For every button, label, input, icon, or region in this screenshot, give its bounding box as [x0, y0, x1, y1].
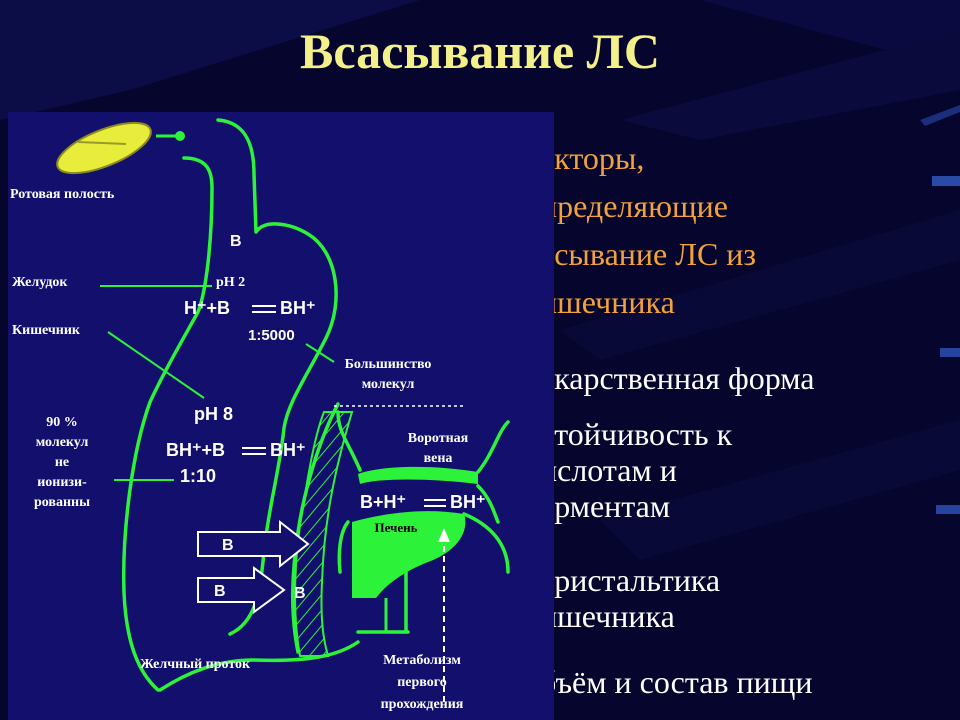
formula-b: B — [230, 233, 242, 250]
factor-line: ислотам и — [540, 452, 677, 488]
portal-vein-right — [476, 420, 510, 474]
slide-title: Всасывание ЛС — [299, 23, 661, 79]
label-intestine: Кишечник — [12, 323, 81, 338]
formula-bh: BH⁺ — [280, 298, 316, 318]
diagram-canvas: Ротовая полость Желудок Кишечник 90 % мо… — [10, 118, 510, 712]
formula-h-plus-b: H⁺+B — [184, 298, 230, 318]
portal-vein-right-2 — [476, 484, 500, 524]
leader-majority — [305, 343, 335, 363]
formula-liver-left: B+H⁺ — [360, 492, 406, 512]
factor-item-food: бъём и состав пищи — [540, 664, 813, 700]
factors-heading: акторы, пределяющие асывание ЛС из ишечн… — [540, 134, 940, 326]
formula-ratio: 1:5000 — [248, 327, 295, 344]
label-first-pass: Метаболизм — [383, 653, 461, 668]
heading-line: акторы, — [540, 140, 645, 176]
arrow-right-icon — [197, 566, 286, 614]
label-portal-vein: Воротная — [408, 431, 469, 446]
arrow-up-icon — [438, 528, 450, 542]
label-bile-duct: Желчный проток — [140, 657, 251, 672]
label-portal-vein: вена — [424, 451, 453, 466]
liver-lower — [337, 520, 350, 574]
liver-outline — [462, 512, 510, 574]
portal-vein — [358, 466, 478, 484]
formula-ph8: pH 8 — [194, 404, 233, 424]
formula-bh-2: BH⁺ — [270, 440, 306, 460]
gi-tract-inner — [122, 156, 214, 692]
factor-item-stability: стойчивость к ислотам и ерментам — [540, 416, 732, 524]
label-first-pass: прохождения — [381, 697, 464, 712]
formula-liver-right: BH⁺ — [450, 492, 486, 512]
factor-line: екарственная форма — [540, 360, 815, 396]
arrow-label-b: B — [222, 537, 234, 554]
label-percent: 90 % — [46, 415, 78, 430]
intestinal-wall-hatch — [294, 411, 354, 657]
label-liver: Печень — [374, 520, 417, 535]
formula-ratio: 1:10 — [180, 466, 216, 486]
mouth-dot — [175, 131, 185, 141]
formula-ph2: pH 2 — [216, 275, 245, 290]
formula-bh-plus-b: BH⁺+B — [166, 440, 225, 460]
heading-line: ишечника — [540, 284, 675, 320]
arrow-right-icon — [197, 519, 310, 569]
absorption-diagram: Ротовая полость Желудок Кишечник 90 % мо… — [8, 112, 554, 720]
tablet-icon — [56, 121, 152, 175]
factor-item-peristalsis: еристальтика ишечника — [540, 562, 720, 634]
liver — [352, 511, 466, 598]
factor-line: ишечника — [540, 598, 675, 634]
leader-intestine — [107, 331, 205, 399]
label-percent: рованны — [34, 495, 90, 510]
factor-line: ерментам — [540, 488, 671, 524]
gi-tract-lower — [158, 640, 360, 692]
label-first-pass: первого — [397, 675, 447, 690]
label-percent: не — [55, 455, 69, 470]
factor-line: еристальтика — [540, 562, 721, 598]
gall-bladder — [363, 573, 381, 591]
label-majority: молекул — [362, 377, 415, 392]
heading-line: пределяющие — [540, 188, 728, 224]
factor-line: стойчивость к — [540, 416, 733, 452]
label-majority: Большинство — [345, 357, 432, 372]
label-percent: молекул — [36, 435, 89, 450]
factor-item-dosage-form: екарственная форма — [540, 360, 814, 396]
heading-line: асывание ЛС из — [540, 236, 757, 272]
arrow-label-b: B — [214, 583, 226, 600]
label-percent: ионизи- — [37, 475, 87, 490]
portal-vein-line — [336, 410, 362, 472]
factor-line: бъём и состав пищи — [540, 664, 813, 700]
label-stomach: Желудок — [12, 275, 68, 290]
label-oral: Ротовая полость — [10, 187, 115, 202]
wall-label-b: B — [294, 585, 306, 602]
